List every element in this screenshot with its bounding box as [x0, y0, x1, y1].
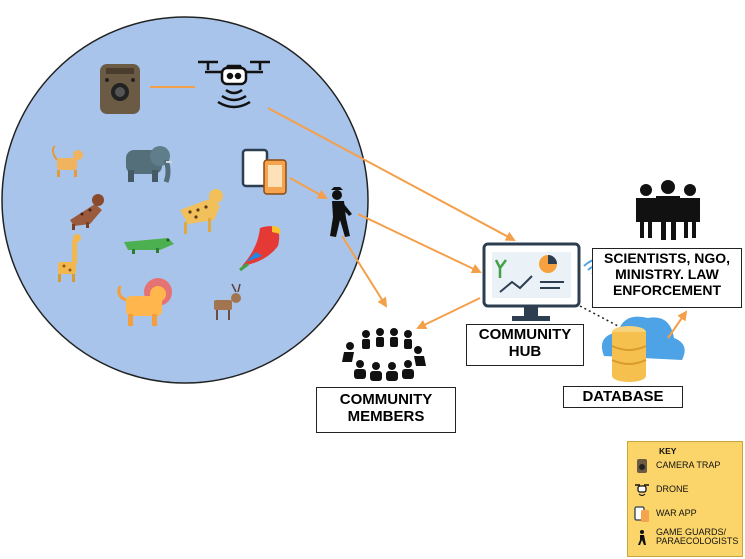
- scientists-label: SCIENTISTS, NGO, MINISTRY. LAW ENFORCEME…: [592, 248, 742, 308]
- arrow-drone-to-hub: [267, 107, 516, 241]
- legend-item-game-guards: GAME GUARDS/ PARAECOLOGISTS: [634, 527, 740, 547]
- scientists-group-icon: [636, 180, 700, 240]
- legend-label-drone: DRONE: [656, 484, 689, 495]
- giraffe-icon: [58, 234, 81, 282]
- community-members-line-1: COMMUNITY: [339, 391, 433, 408]
- database-cloud-icon: [601, 316, 685, 382]
- elephant-icon: [126, 146, 172, 183]
- hub-database-link: [579, 305, 619, 327]
- game-guard-icon: [330, 187, 352, 237]
- legend-label-camera-trap: CAMERA TRAP: [656, 460, 721, 471]
- war-app-icon: [634, 506, 649, 522]
- arrow-database-to-scientists: [667, 310, 688, 339]
- community-members-line-2: MEMBERS: [347, 407, 425, 425]
- community-hub-label: COMMUNITY HUB: [466, 324, 584, 366]
- drone-icon: [635, 484, 649, 497]
- cheetah-icon: [180, 189, 223, 234]
- community-hub-line-2: HUB: [508, 342, 542, 360]
- legend-key: KEY CAMERA TRAP DRONE WAR APP GAME GUARD…: [627, 441, 743, 557]
- scientists-line-1: SCIENTISTS, NGO,: [603, 250, 730, 266]
- scientists-line-2: MINISTRY. LAW: [615, 265, 719, 282]
- arrow-guard-to-hub: [357, 213, 482, 274]
- hyena-icon: [70, 194, 104, 230]
- arrow-app-to-guard: [289, 177, 328, 199]
- antelope-icon: [214, 283, 241, 320]
- legend-item-drone: DRONE: [634, 482, 689, 498]
- habitat-circle: [1, 16, 369, 384]
- community-hub-line-1: COMMUNITY: [478, 326, 572, 343]
- camera-trap-icon: [100, 64, 140, 114]
- cat-icon: [51, 145, 83, 177]
- flow-arrows: [267, 107, 688, 339]
- community-members-icon: [342, 328, 426, 381]
- game-guard-icon: [638, 530, 646, 546]
- parrot-icon: [239, 226, 281, 272]
- arrow-guard-to-members: [341, 235, 388, 308]
- community-hub-monitor-icon: [482, 242, 581, 321]
- lion-icon: [117, 278, 172, 326]
- crocodile-icon: [124, 238, 174, 254]
- drone-icon: [198, 60, 270, 109]
- scientists-line-3: ENFORCEMENT: [612, 281, 722, 298]
- legend-label-game-guards: GAME GUARDS/ PARAECOLOGISTS: [656, 527, 739, 547]
- camera-trap-icon: [637, 459, 647, 473]
- legend-item-war-app: WAR APP: [634, 506, 697, 522]
- arrow-hub-to-members: [416, 297, 481, 330]
- database-label: DATABASE: [563, 386, 683, 408]
- legend-label-war-app: WAR APP: [656, 508, 697, 519]
- community-members-label: COMMUNITY MEMBERS: [316, 387, 456, 433]
- legend-item-camera-trap: CAMERA TRAP: [634, 458, 720, 474]
- legend-title: KEY: [659, 446, 677, 456]
- war-app-icon: [241, 148, 287, 195]
